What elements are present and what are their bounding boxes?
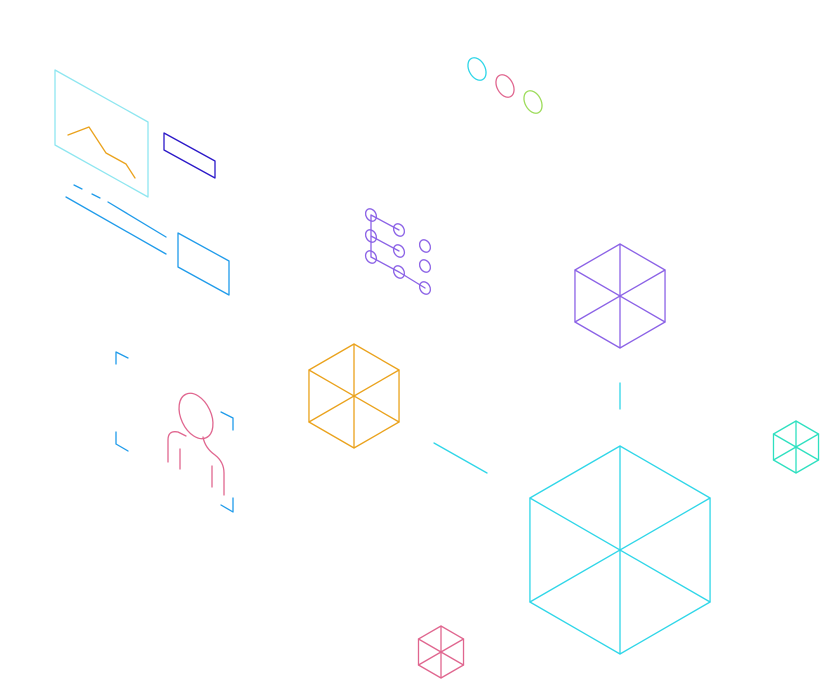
cube-purple-icon <box>574 243 666 349</box>
user-figure <box>167 392 225 496</box>
cube-edge <box>529 497 711 603</box>
cube-small-teal-icon <box>772 420 820 474</box>
cube-large-cyan-icon <box>529 445 711 655</box>
cube-edge <box>417 638 465 666</box>
dashboard-monitor-icon <box>54 69 149 198</box>
cube-group <box>308 243 820 679</box>
dashboard-text-lines <box>65 184 167 255</box>
dashboard-panel-icon <box>177 232 230 296</box>
cube-edge <box>772 433 820 461</box>
monitor-frame <box>54 69 149 198</box>
user-scan-icon <box>115 351 234 513</box>
cube-edge <box>308 369 400 423</box>
dashboard-card-icon <box>163 132 216 179</box>
network-nodes-icon <box>364 208 432 295</box>
scan-frame-corners <box>115 351 234 513</box>
status-dots-icon <box>467 57 543 114</box>
cube-edge <box>574 269 666 323</box>
connector-lines <box>433 382 621 474</box>
cube-orange-icon <box>308 343 400 449</box>
monitor-line-chart <box>67 126 136 179</box>
cube-small-pink-icon <box>417 625 465 679</box>
